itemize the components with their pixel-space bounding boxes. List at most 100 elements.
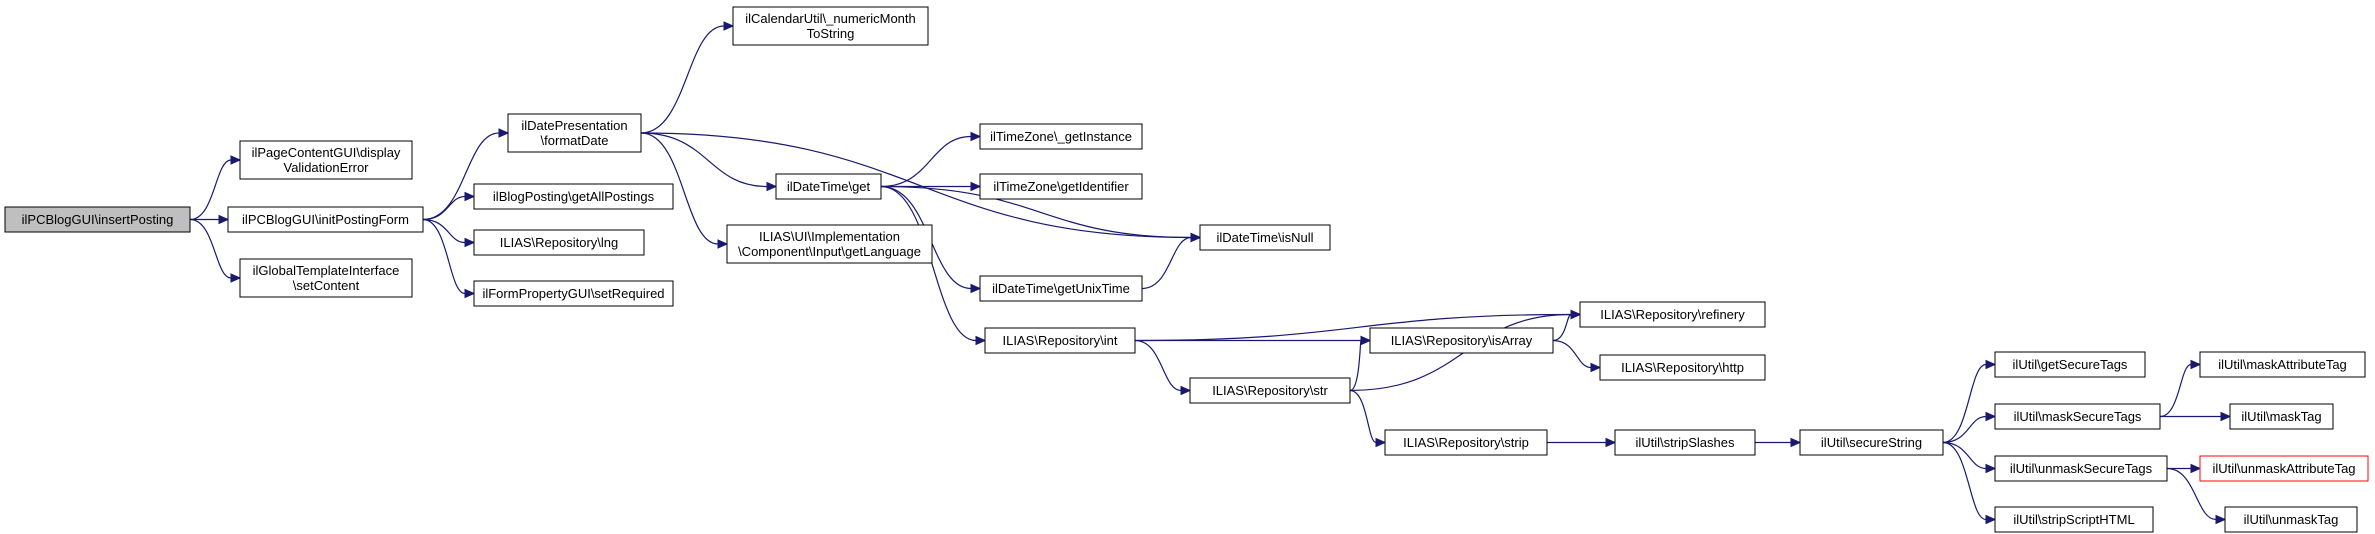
edge-arrowhead — [1360, 335, 1372, 346]
node-n18[interactable]: ILIAS\Repository\http — [1599, 354, 1766, 381]
edge-line — [1134, 339, 1182, 392]
node-label-line: ilUtil\maskAttributeTag — [2218, 357, 2347, 372]
node-n23[interactable]: ilUtil\getSecureTags — [1994, 351, 2146, 378]
edge-arrowhead — [1590, 362, 1602, 373]
node-box — [1799, 429, 1944, 456]
node-n4[interactable]: ilDatePresentation\formatDate — [507, 113, 642, 153]
node-label-line: ILIAS\Repository\strip — [1403, 435, 1529, 450]
node-label-line: ilUtil\unmaskAttributeTag — [2212, 461, 2355, 476]
node-n20[interactable]: ILIAS\Repository\strip — [1384, 429, 1548, 456]
node-n12[interactable]: ilTimeZone\getIdentifier — [979, 173, 1143, 200]
edge-arrowhead — [1605, 437, 1617, 448]
node-n11[interactable]: ilTimeZone\_getInstance — [979, 123, 1143, 150]
node-n22[interactable]: ilUtil\secureString — [1799, 429, 1944, 456]
node-box — [1579, 301, 1766, 328]
node-label-line: \Component\Input\getLanguage — [738, 244, 921, 259]
node-label-line: ILIAS\Repository\refinery — [1600, 307, 1745, 322]
node-label-line: ToString — [807, 26, 855, 41]
edge-arrowhead — [970, 283, 982, 294]
node-n16[interactable]: ILIAS\Repository\refinery — [1579, 301, 1766, 328]
node-n17[interactable]: ILIAS\Repository\isArray — [1369, 327, 1554, 354]
edge-arrowhead — [2220, 411, 2232, 422]
node-box — [507, 113, 642, 153]
node-n14[interactable]: ilDateTime\getUnixTime — [979, 275, 1143, 302]
node-label-line: ILIAS\UI\Implementation — [759, 229, 900, 244]
edge-arrowhead — [1985, 411, 1997, 422]
edge-arrowhead — [230, 273, 242, 283]
edge-n4-n10 — [640, 132, 729, 249]
edge-arrowhead — [1375, 437, 1387, 448]
node-n10[interactable]: ILIAS\UI\Implementation\Component\Input\… — [726, 224, 933, 264]
node-box — [1369, 327, 1554, 354]
edge-n2-n6 — [422, 218, 476, 248]
node-label-line: ilUtil\maskSecureTags — [2014, 409, 2142, 424]
node-box — [1614, 429, 1756, 456]
node-label-line: ilUtil\unmaskTag — [2244, 512, 2339, 527]
node-label-line: ilFormPropertyGUI\setRequired — [482, 286, 664, 301]
edge-n24-n27 — [2159, 359, 2202, 418]
edge-arrowhead — [2190, 463, 2202, 474]
edge-line — [2159, 363, 2192, 418]
node-box — [2229, 403, 2334, 430]
node-n5[interactable]: ilBlogPosting\getAllPostings — [473, 183, 674, 210]
edge-arrowhead — [230, 155, 242, 165]
node-label-line: ilPageContentGUI\display — [252, 145, 401, 160]
node-box — [732, 6, 929, 46]
node-label-line: ilUtil\stripSlashes — [1636, 435, 1735, 450]
node-label-line: ILIAS\Repository\isArray — [1391, 333, 1533, 348]
node-label-line: ilDateTime\getUnixTime — [992, 281, 1130, 296]
edge-n2-n4 — [422, 128, 510, 221]
node-label-line: ILIAS\Repository\int — [1003, 333, 1118, 348]
node-n27[interactable]: ilUtil\maskAttributeTag — [2199, 351, 2366, 378]
node-n2[interactable]: ilPCBlogGUI\initPostingForm — [227, 206, 424, 233]
node-label-line: ilCalendarUtil\_numericMonth — [745, 11, 916, 26]
node-box — [2199, 455, 2369, 482]
edge-line — [422, 218, 466, 295]
edge-n22-n26 — [1942, 441, 1997, 525]
edge-n21-n22 — [1754, 437, 1802, 448]
node-n30[interactable]: ilUtil\unmaskTag — [2224, 506, 2358, 533]
node-n24[interactable]: ilUtil\maskSecureTags — [1994, 403, 2161, 430]
edge-arrowhead — [2215, 514, 2227, 525]
edge-arrowhead — [2190, 359, 2202, 370]
node-n19[interactable]: ILIAS\Repository\str — [1189, 377, 1351, 404]
node-box — [1384, 429, 1548, 456]
edge-arrowhead — [1570, 309, 1582, 320]
node-n26[interactable]: ilUtil\stripScriptHTML — [1994, 506, 2154, 533]
node-n25[interactable]: ilUtil\unmaskSecureTags — [1994, 455, 2168, 482]
node-box — [979, 275, 1143, 302]
edge-arrowhead — [1790, 437, 1802, 448]
edge-n2-n7 — [422, 218, 476, 299]
node-box — [1994, 403, 2161, 430]
edge-line — [2166, 467, 2217, 521]
edge-arrowhead — [464, 191, 476, 202]
node-n9[interactable]: ilDateTime\get — [775, 173, 882, 200]
node-n0[interactable]: ilPCBlogGUI\insertPosting — [4, 206, 191, 233]
node-box — [2199, 351, 2366, 378]
node-n7[interactable]: ilFormPropertyGUI\setRequired — [473, 280, 674, 307]
node-n29[interactable]: ilUtil\unmaskAttributeTag — [2199, 455, 2369, 482]
edge-n17-n18 — [1552, 339, 1602, 373]
edge-n0-n3 — [189, 218, 242, 283]
node-n21[interactable]: ilUtil\stripSlashes — [1614, 429, 1756, 456]
node-label-line: ValidationError — [283, 160, 369, 175]
node-label-line: ilUtil\getSecureTags — [2013, 357, 2128, 372]
node-n3[interactable]: ilGlobalTemplateInterface\setContent — [239, 258, 413, 298]
node-label-line: ilTimeZone\_getInstance — [990, 129, 1132, 144]
edge-arrowhead — [498, 128, 510, 138]
node-box — [4, 206, 191, 233]
edge-line — [422, 218, 466, 244]
edge-arrowhead — [970, 181, 982, 192]
node-n15[interactable]: ILIAS\Repository\int — [984, 327, 1136, 354]
edge-n4-n9 — [640, 132, 778, 192]
node-box — [984, 327, 1136, 354]
node-n28[interactable]: ilUtil\maskTag — [2229, 403, 2334, 430]
node-n13[interactable]: ilDateTime\isNull — [1199, 224, 1331, 251]
edge-n4-n8 — [640, 21, 735, 134]
node-n6[interactable]: ILIAS\Repository\lng — [473, 229, 645, 256]
edge-n24-n28 — [2159, 411, 2232, 422]
edge-arrowhead — [1190, 232, 1202, 243]
node-box — [473, 229, 645, 256]
